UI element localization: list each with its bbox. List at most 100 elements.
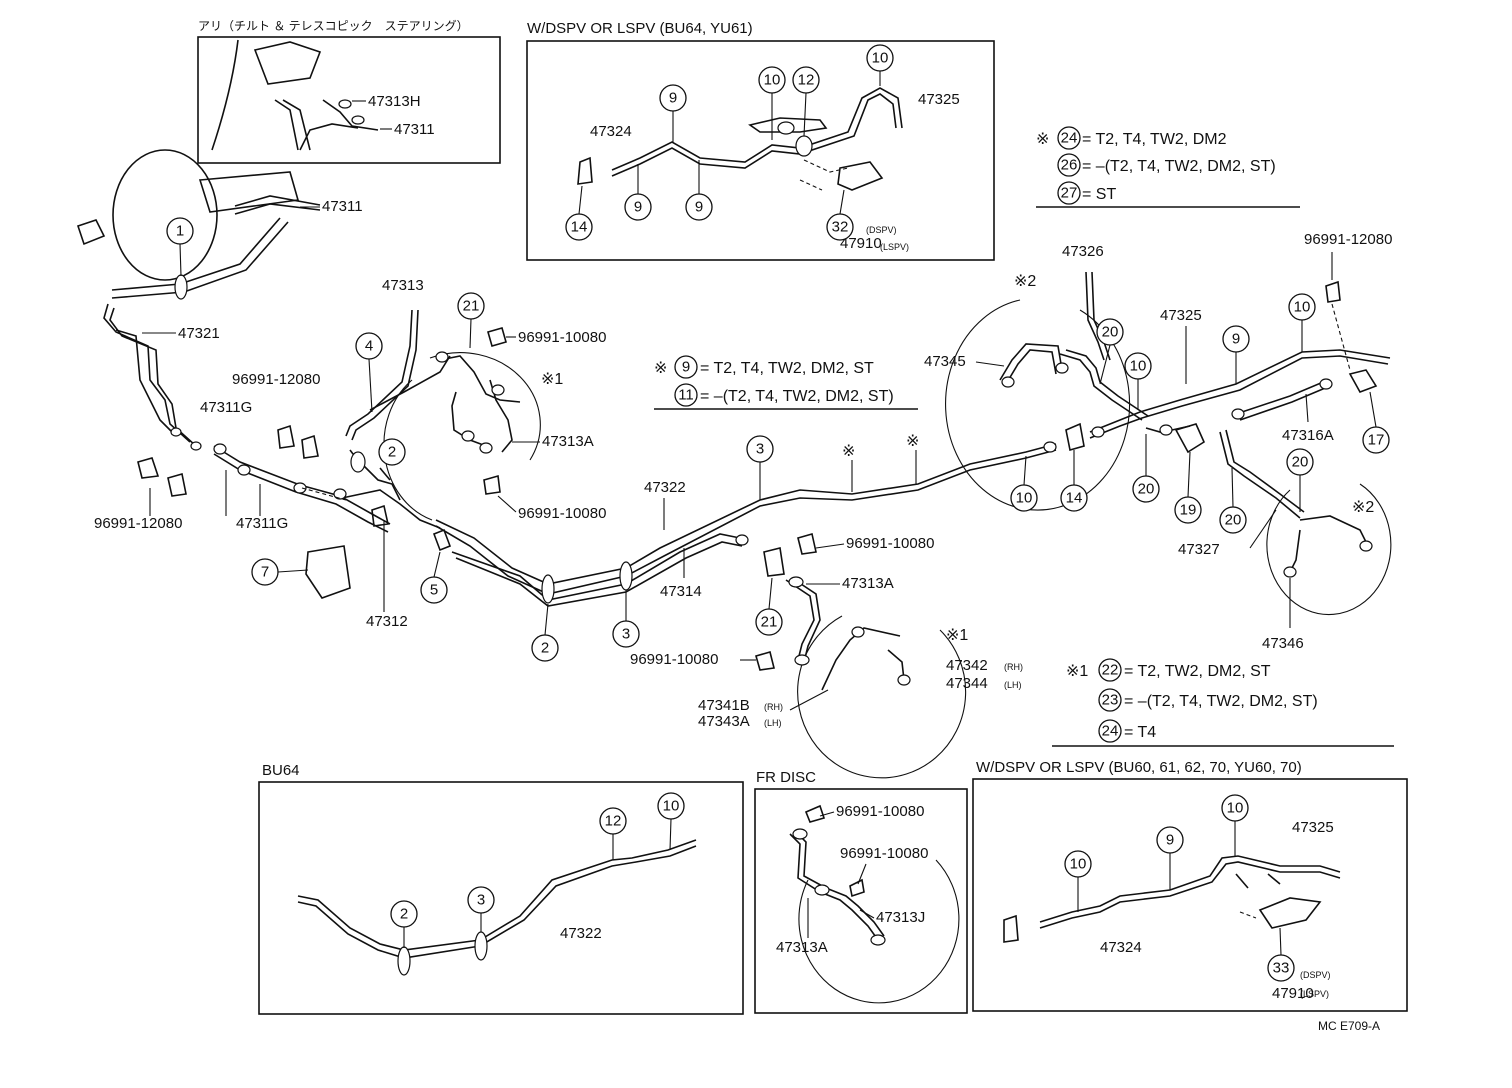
part-47311-inset: 47311: [394, 121, 435, 138]
callout-10-bu64: 10: [663, 798, 680, 815]
callout-10-bottom-b: 10: [1227, 800, 1244, 817]
inset-tilt-steering: アリ（チルト ＆ テレスコピック ステアリング） 47313H 47311: [197, 19, 501, 164]
inset-tilt-header: アリ（チルト ＆ テレスコピック ステアリング）: [198, 19, 469, 33]
marker-star1-fl: ※1: [541, 371, 563, 388]
part-96991-10080-fr-bottom: 96991-10080: [630, 651, 718, 668]
note-22: = T2, TW2, DM2, ST: [1124, 663, 1271, 680]
part-47326: 47326: [1062, 243, 1104, 260]
callout-21-fl: 21: [463, 298, 480, 315]
note-24b: = T4: [1124, 724, 1156, 741]
note-24: = T2, T4, TW2, DM2: [1082, 131, 1227, 148]
label-lspv-top: (LSPV): [880, 242, 909, 252]
inset-dspv-top: W/DSPV OR LSPV (BU64, YU61) 47324 47325 …: [526, 20, 995, 261]
callout-33: 33: [1273, 960, 1290, 977]
front-left-brake: 47313 96991-10080 47313A 96991-10080: [345, 277, 606, 522]
callout-9-bottom: 9: [1166, 832, 1174, 849]
callout-17: 17: [1368, 432, 1385, 449]
notes-middle: ※ 9 = T2, T4, TW2, DM2, ST 11 = –(T2, T4…: [654, 355, 918, 410]
callout-12-top: 12: [798, 72, 815, 89]
callout-24-note: 24: [1061, 130, 1078, 147]
callout-2-trunk: 2: [541, 640, 549, 657]
part-47311-main: 47311: [322, 198, 363, 215]
part-47342: 47342: [946, 657, 988, 674]
callout-2-main: 2: [388, 444, 396, 461]
part-96991-10080-frdisc-b: 96991-10080: [840, 845, 928, 862]
notes-top-right: ※ 24 = T2, T4, TW2, DM2 26 = –(T2, T4, T…: [1036, 126, 1300, 208]
callout-21-fr: 21: [761, 614, 778, 631]
callout-24-note-bottom: 24: [1102, 723, 1119, 740]
part-47316A: 47316A: [1282, 427, 1334, 444]
label-rh-47341B: (RH): [764, 702, 783, 712]
callout-14-main: 14: [1066, 490, 1083, 507]
callout-9-top-a: 9: [669, 90, 677, 107]
label-rh-47342: (RH): [1004, 662, 1023, 672]
diagram-code: MC E709-A: [1318, 1019, 1380, 1033]
part-47313: 47313: [382, 277, 424, 294]
front-left-lines: 96991-12080 47311G 96991-12080 47311G 47…: [94, 371, 452, 630]
callout-2-bu64: 2: [400, 906, 408, 923]
callout-12-bu64: 12: [605, 813, 622, 830]
part-47346: 47346: [1262, 635, 1304, 652]
part-47345: 47345: [924, 353, 966, 370]
rear-lines: 47326 47345 47325 96991-12080 47316A 473…: [924, 231, 1392, 652]
part-47321: 47321: [178, 325, 220, 342]
marker-asterisk-a: ※: [842, 443, 855, 460]
marker-asterisk-b: ※: [906, 433, 919, 450]
callout-11-note: 11: [678, 387, 694, 404]
callout-9-top-b: 9: [634, 199, 642, 216]
callout-9-rear: 9: [1232, 331, 1240, 348]
part-47324-bottom: 47324: [1100, 939, 1142, 956]
part-47325-top: 47325: [918, 91, 960, 108]
callout-10-bottom-a: 10: [1070, 856, 1087, 873]
part-96991-10080-fl-bottom: 96991-10080: [518, 505, 606, 522]
label-dspv-top: (DSPV): [866, 225, 897, 235]
marker-star2-rr: ※2: [1352, 499, 1374, 516]
note-9: = T2, T4, TW2, DM2, ST: [700, 360, 874, 377]
part-47325-bottom: 47325: [1292, 819, 1334, 836]
callout-32: 32: [832, 219, 849, 236]
part-47341B: 47341B: [698, 697, 750, 714]
note-11: = –(T2, T4, TW2, DM2, ST): [700, 388, 894, 405]
callout-10-top-a: 10: [764, 72, 781, 89]
callout-3-bu64: 3: [477, 892, 485, 909]
callout-9-note: 9: [682, 359, 690, 376]
part-47313H: 47313H: [368, 93, 421, 110]
callout-10-trunk: 10: [1016, 490, 1033, 507]
callout-19: 19: [1180, 502, 1197, 519]
callout-1: 1: [176, 223, 184, 240]
part-47314: 47314: [660, 583, 702, 600]
part-96991-12080-rear: 96991-12080: [1304, 231, 1392, 248]
part-47322-main: 47322: [644, 479, 686, 496]
marker-star2-rl: ※2: [1014, 273, 1036, 290]
part-47313A-fl: 47313A: [542, 433, 594, 450]
marker-star1-fr: ※1: [946, 627, 968, 644]
note-27: = ST: [1082, 186, 1116, 203]
part-47313A-fr: 47313A: [842, 575, 894, 592]
part-96991-10080-fl-top: 96991-10080: [518, 329, 606, 346]
part-47311G-top: 47311G: [200, 399, 252, 416]
part-47312: 47312: [366, 613, 408, 630]
inset-dspv-bottom-header: W/DSPV OR LSPV (BU60, 61, 62, 70, YU60, …: [976, 759, 1302, 776]
callout-4: 4: [365, 338, 373, 355]
callout-26-note: 26: [1061, 157, 1078, 174]
callout-27-note: 27: [1061, 185, 1078, 202]
callout-3-upper: 3: [756, 441, 764, 458]
part-47313A-frdisc: 47313A: [776, 939, 828, 956]
note-asterisk-24: ※: [1036, 131, 1049, 148]
callouts: 1 4 2 21 7 5 2 3 3 21 10 14 20 10 9 10 2…: [166, 44, 1390, 982]
label-lspv-bottom: (LSPV): [1300, 989, 1329, 999]
callout-20-d: 20: [1292, 454, 1309, 471]
part-47324-top: 47324: [590, 123, 632, 140]
label-dspv-bottom: (DSPV): [1300, 970, 1331, 980]
part-47313J: 47313J: [876, 909, 925, 926]
callout-20-a: 20: [1102, 324, 1119, 341]
front-right-brake: 96991-10080 47313A 96991-10080 47342 (RH…: [630, 532, 1023, 779]
callout-10-top-b: 10: [872, 50, 889, 67]
part-47910-bottom: 47910: [1272, 985, 1314, 1002]
part-47322-bu64: 47322: [560, 925, 602, 942]
note-26: = –(T2, T4, TW2, DM2, ST): [1082, 158, 1276, 175]
part-47343A: 47343A: [698, 713, 750, 730]
callout-5: 5: [430, 582, 438, 599]
callout-10-rear-a: 10: [1130, 358, 1147, 375]
part-47327: 47327: [1178, 541, 1220, 558]
